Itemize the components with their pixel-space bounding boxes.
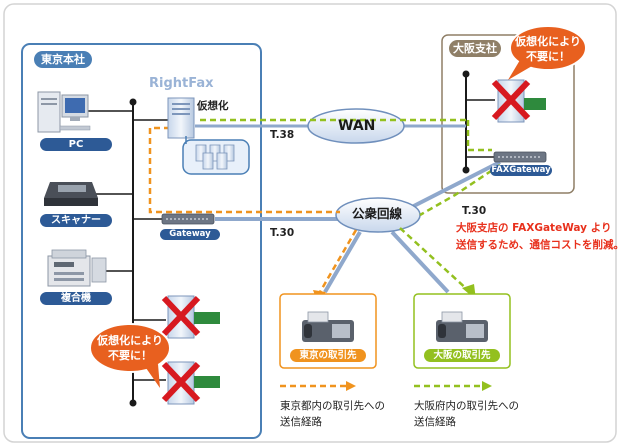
tokyo-bubble-shape	[89, 323, 171, 388]
osaka-bubble-text: 仮想化により 不要に！	[515, 35, 581, 63]
fax-machine-icon	[436, 311, 488, 342]
osaka-destination-label: 大阪の取引先	[424, 349, 500, 362]
removed-server-icon	[161, 295, 220, 339]
osaka-faxgateway-label: FAXGateway	[490, 165, 552, 176]
fax-machine-icon	[302, 311, 354, 342]
removed-server-icon	[491, 79, 546, 123]
virtualization-servers-icon	[182, 136, 250, 175]
public-line-label: 公衆回線	[352, 206, 403, 221]
rightfax-server-icon	[167, 97, 195, 139]
rightfax-label: RightFax	[149, 76, 214, 91]
pc-label: PC	[40, 138, 112, 151]
legend-osaka-text: 大阪府内の取引先への 送信経路	[414, 400, 519, 428]
removed-server-icon	[161, 361, 220, 405]
virtualization-label: 仮想化	[197, 100, 229, 112]
tokyo-route-line	[318, 229, 358, 293]
tokyo-hq-title: 東京本社	[34, 51, 92, 68]
tokyo-destination-label: 東京の取引先	[290, 349, 366, 362]
tokyo-gateway-label: Gateway	[160, 229, 220, 240]
mfp-label: 複合機	[40, 292, 112, 305]
scanner-icon	[44, 182, 98, 206]
public-to-faxgateway-line	[401, 160, 501, 214]
tokyo-gateway-icon	[161, 213, 215, 225]
cost-note-line1: 大阪支店の FAXGateWay より	[456, 222, 612, 234]
multifunction-printer-icon	[47, 249, 107, 287]
wan-cloud	[307, 108, 405, 144]
t30-left-label: T.30	[270, 227, 295, 239]
osaka-branch-title: 大阪支社	[449, 40, 501, 57]
osaka-bubble-shape	[508, 25, 587, 80]
scanner-label: スキャナー	[40, 214, 112, 227]
legend-tokyo-text: 東京都内の取引先への 送信経路	[280, 400, 385, 428]
t30-right-label: T.30	[462, 205, 487, 217]
wan-label: WAN	[338, 118, 376, 134]
tokyo-bubble-text: 仮想化により 不要に！	[97, 334, 163, 362]
t38-label: T.38	[270, 129, 295, 141]
osaka-route-line	[399, 227, 471, 293]
cost-note-line2: 送信するため、通信コストを削減。	[456, 239, 620, 251]
osaka-faxgateway-icon	[493, 151, 547, 163]
pc-icon	[37, 91, 91, 133]
